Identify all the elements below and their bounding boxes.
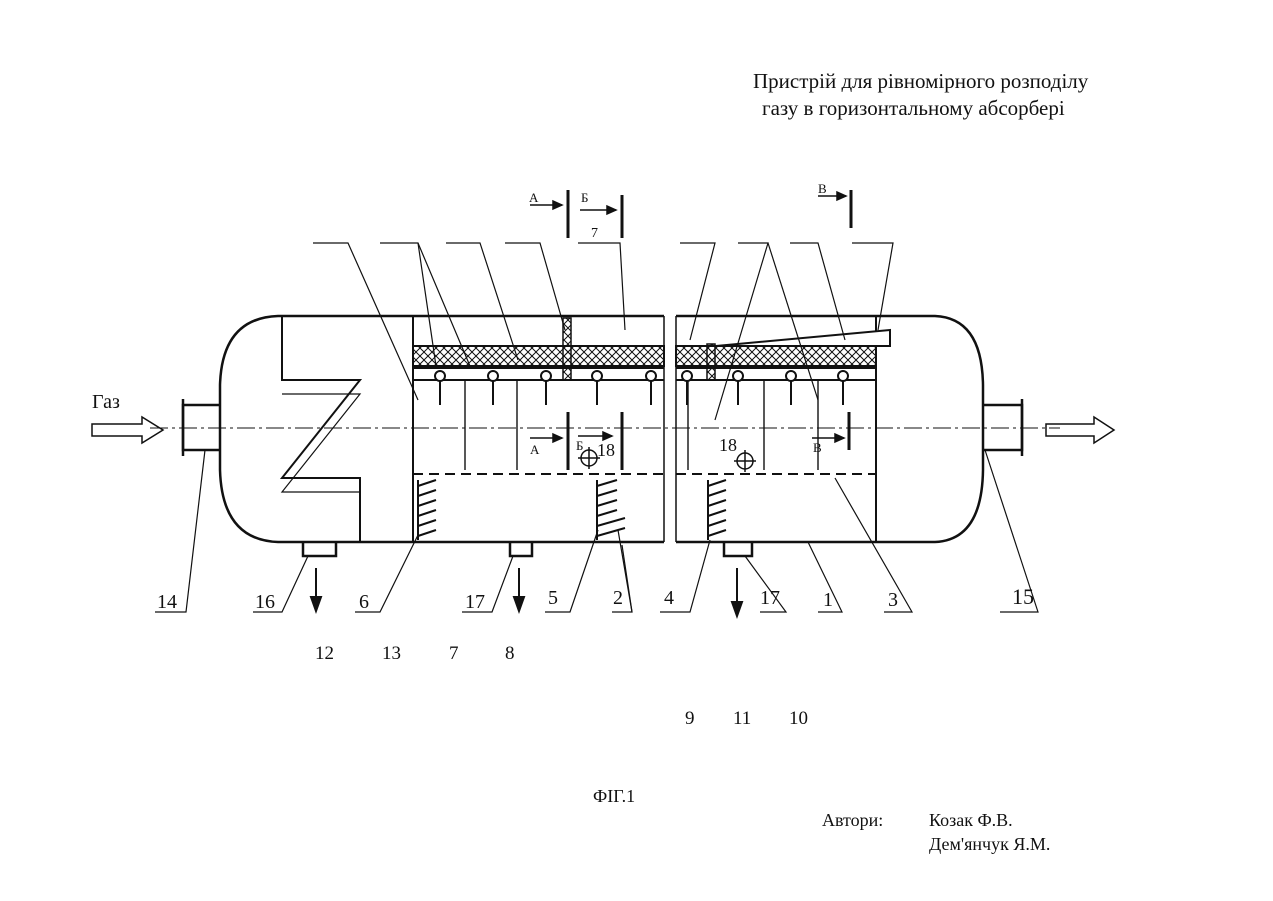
coil-icon	[418, 480, 436, 540]
lower-number-8: 8	[505, 643, 515, 665]
inlet-arrow-icon	[92, 417, 163, 443]
callout-5: 5	[548, 587, 558, 609]
callout-2: 2	[613, 587, 623, 609]
section-label-a-top: А	[529, 190, 539, 205]
outlet-arrow-icon	[1046, 417, 1114, 443]
callout-18-right: 18	[719, 435, 737, 455]
lower-number-10: 10	[789, 708, 808, 730]
callout-17-right: 17	[760, 587, 780, 609]
tube-icon	[838, 371, 848, 405]
crosshair-icon	[734, 450, 756, 472]
section-label-a-mid: А	[530, 442, 540, 457]
coil-icon	[597, 480, 625, 540]
callout-7-top: 7	[591, 226, 598, 241]
left-chamber	[413, 316, 664, 542]
callout-16: 16	[255, 591, 275, 613]
distribution-tubes	[435, 371, 848, 405]
callout-1: 1	[823, 589, 833, 611]
tube-icon	[682, 371, 692, 405]
figure-caption: ФІГ.1	[593, 786, 635, 807]
lower-number-9: 9	[685, 708, 695, 730]
callout-6: 6	[359, 591, 369, 613]
inlet-separator	[282, 316, 360, 542]
callout-15: 15	[1012, 584, 1034, 609]
callout-4: 4	[664, 587, 674, 609]
arrow-down-icon	[514, 568, 524, 611]
author-name-2: Дем'янчук Я.М.	[929, 832, 1050, 856]
arrow-down-icon	[311, 568, 321, 611]
coil-icon	[708, 480, 726, 540]
callout-14: 14	[157, 591, 177, 613]
tube-icon	[592, 371, 602, 405]
tube-icon	[435, 371, 445, 405]
author-name-1: Козак Ф.В.	[929, 808, 1013, 832]
authors-label: Автори:	[822, 808, 883, 832]
drain-nozzles	[303, 542, 752, 556]
tube-icon	[786, 371, 796, 405]
callout-18-left: 18	[597, 440, 615, 460]
section-label-b-mid: Б	[576, 438, 583, 453]
lower-number-12: 12	[315, 643, 334, 665]
callout-3: 3	[888, 589, 898, 611]
section-label-v-top: В	[818, 181, 827, 196]
arrow-down-icon	[732, 568, 742, 616]
section-label-v-mid: В	[813, 440, 822, 455]
tube-icon	[646, 371, 656, 405]
lower-number-13: 13	[382, 643, 401, 665]
baffle-lines	[465, 380, 818, 470]
tube-icon	[733, 371, 743, 405]
tube-icon	[541, 371, 551, 405]
lower-number-11: 11	[733, 708, 751, 730]
gas-label: Газ	[92, 391, 120, 413]
break-lines	[664, 316, 676, 542]
coils	[418, 480, 726, 540]
lower-number-7: 7	[449, 643, 459, 665]
callout-17-left: 17	[465, 591, 485, 613]
tube-icon	[488, 371, 498, 405]
upper-leaders	[313, 243, 893, 420]
section-label-b-top: Б	[581, 190, 588, 205]
drain-arrows	[311, 568, 742, 616]
